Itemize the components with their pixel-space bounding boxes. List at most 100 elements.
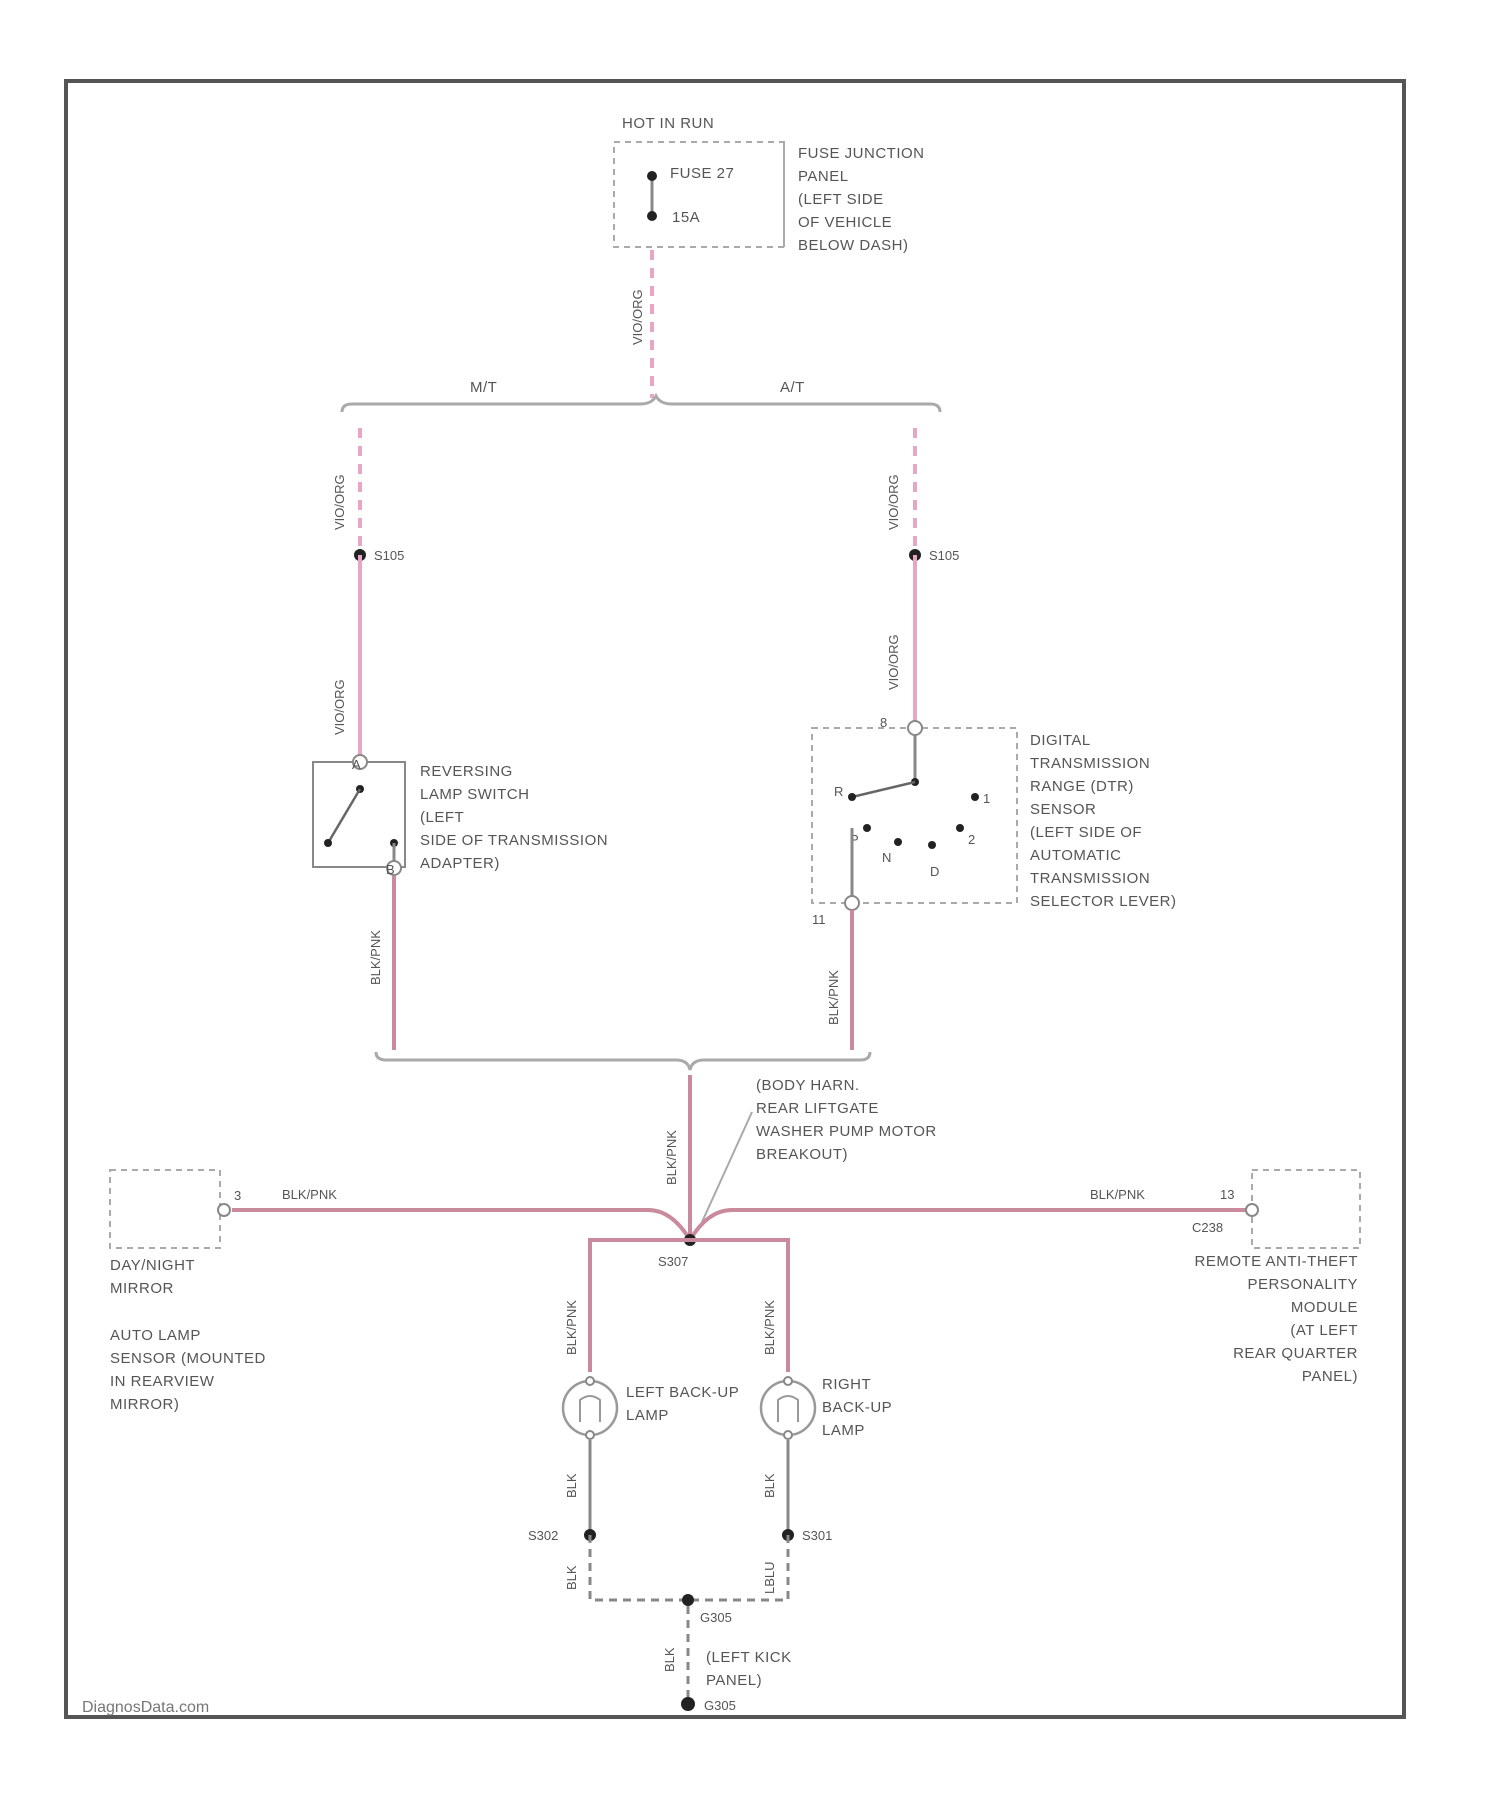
dtr-pin-11 bbox=[845, 896, 859, 910]
dtr-contact-n bbox=[894, 838, 902, 846]
dtr-selector-blade bbox=[852, 782, 915, 797]
fuse-number: FUSE 27 bbox=[670, 165, 734, 182]
right-lamp-line-3: LAMP bbox=[822, 1422, 865, 1439]
dtr-pin-8-label: 8 bbox=[880, 715, 887, 730]
ground-junction-g305 bbox=[682, 1594, 694, 1606]
ground-location-line-1: (LEFT KICK bbox=[706, 1649, 792, 1666]
ground-point bbox=[681, 1697, 695, 1711]
dtr-line-3: RANGE (DTR) bbox=[1030, 778, 1134, 795]
module-pin-label: 13 bbox=[1220, 1187, 1234, 1202]
right-backup-lamp bbox=[761, 1381, 815, 1435]
wire-bus-left bbox=[232, 1210, 690, 1240]
auto-lamp-line-1: AUTO LAMP bbox=[110, 1327, 201, 1344]
dtr-pin-11-label: 11 bbox=[812, 912, 826, 927]
right-lamp-line-1: RIGHT bbox=[822, 1376, 871, 1393]
auto-lamp-line-2: SENSOR (MOUNTED bbox=[110, 1350, 266, 1367]
wire-label-ground-loop-right: LBLU bbox=[762, 1561, 777, 1594]
right-lamp-line-2: BACK-UP bbox=[822, 1399, 892, 1416]
mirror-line-2: MIRROR bbox=[110, 1280, 174, 1297]
wire-label-mt-output: BLK/PNK bbox=[368, 930, 383, 985]
branch-mt-label: M/T bbox=[470, 379, 497, 396]
dtr-line-6: AUTOMATIC bbox=[1030, 847, 1121, 864]
fuse-panel-line-2: PANEL bbox=[798, 168, 849, 185]
wire-label-bus-right: BLK/PNK bbox=[1090, 1187, 1145, 1202]
dtr-line-2: TRANSMISSION bbox=[1030, 755, 1150, 772]
wire-label-at-output: BLK/PNK bbox=[826, 970, 841, 1025]
wire-label-left-ground: BLK bbox=[564, 1473, 579, 1498]
branch-at-label: A/T bbox=[780, 379, 805, 396]
fuse-terminal-top bbox=[647, 171, 657, 181]
reversing-switch-line-4: SIDE OF TRANSMISSION bbox=[420, 832, 608, 849]
splice-s307-label: S307 bbox=[658, 1254, 688, 1269]
diagram-frame bbox=[66, 81, 1404, 1717]
rap-line-3: MODULE bbox=[1291, 1299, 1358, 1316]
dtr-pos-2: 2 bbox=[968, 832, 975, 847]
watermark: DiagnosData.com bbox=[82, 1699, 209, 1716]
module-pin-13 bbox=[1246, 1204, 1258, 1216]
wire-label-mt-lower: VIO/ORG bbox=[332, 679, 347, 735]
wire-label-mt-upper: VIO/ORG bbox=[332, 474, 347, 530]
wire-label-bus-left: BLK/PNK bbox=[282, 1187, 337, 1202]
wire-label-right-lamp-feed: BLK/PNK bbox=[762, 1300, 777, 1355]
mirror-pin-3 bbox=[218, 1204, 230, 1216]
splice-s105-left-label: S105 bbox=[374, 548, 404, 563]
dtr-line-4: SENSOR bbox=[1030, 801, 1096, 818]
dtr-pos-d: D bbox=[930, 864, 939, 879]
wire-label-ground-loop-left: BLK bbox=[564, 1565, 579, 1590]
rap-line-1: REMOTE ANTI-THEFT bbox=[1195, 1253, 1359, 1270]
fuse-panel-line-1: FUSE JUNCTION bbox=[798, 145, 925, 162]
remote-anti-theft-module bbox=[1252, 1170, 1360, 1248]
fuse-panel-line-3: (LEFT SIDE bbox=[798, 191, 884, 208]
left-lamp-pin-bottom bbox=[586, 1431, 594, 1439]
rap-line-4: (AT LEFT bbox=[1290, 1322, 1358, 1339]
reversing-switch-line-2: LAMP SWITCH bbox=[420, 786, 529, 803]
rap-line-5: REAR QUARTER bbox=[1233, 1345, 1358, 1362]
wire-label-common-down: BLK/PNK bbox=[664, 1130, 679, 1185]
body-harness-leader bbox=[702, 1112, 752, 1222]
body-harness-line-1: (BODY HARN. bbox=[756, 1077, 860, 1094]
fuse-panel-line-5: BELOW DASH) bbox=[798, 237, 909, 254]
bottom-brace bbox=[376, 1052, 870, 1070]
dtr-line-5: (LEFT SIDE OF bbox=[1030, 824, 1142, 841]
wire-label-at-lower: VIO/ORG bbox=[886, 634, 901, 690]
ground-junction-label: G305 bbox=[700, 1610, 732, 1625]
dtr-pos-n: N bbox=[882, 850, 891, 865]
switch-contact-left bbox=[324, 839, 332, 847]
dtr-line-7: TRANSMISSION bbox=[1030, 870, 1150, 887]
dtr-pos-1: 1 bbox=[983, 791, 990, 806]
auto-lamp-line-3: IN REARVIEW bbox=[110, 1373, 215, 1390]
body-harness-line-3: WASHER PUMP MOTOR bbox=[756, 1123, 937, 1140]
rap-line-6: PANEL) bbox=[1302, 1368, 1358, 1385]
wire-label-main-feed: VIO/ORG bbox=[630, 289, 645, 345]
wire-label-right-ground: BLK bbox=[762, 1473, 777, 1498]
ground-point-label: G305 bbox=[704, 1698, 736, 1713]
reversing-switch-line-3: (LEFT bbox=[420, 809, 464, 826]
wire-bus-right bbox=[690, 1210, 1248, 1240]
dtr-contact-d bbox=[928, 841, 936, 849]
wire-ground-loop-left bbox=[590, 1535, 688, 1600]
fuse-rating: 15A bbox=[672, 209, 700, 226]
left-lamp-line-2: LAMP bbox=[626, 1407, 669, 1424]
left-backup-lamp bbox=[563, 1381, 617, 1435]
splice-s302-label: S302 bbox=[528, 1528, 558, 1543]
dtr-contact-p bbox=[863, 824, 871, 832]
dtr-line-1: DIGITAL bbox=[1030, 732, 1091, 749]
reversing-lamp-switch bbox=[313, 762, 405, 867]
day-night-mirror bbox=[110, 1170, 220, 1248]
dtr-contact-r bbox=[848, 793, 856, 801]
left-lamp-line-1: LEFT BACK-UP bbox=[626, 1384, 739, 1401]
dtr-contact-2 bbox=[956, 824, 964, 832]
mirror-pin-label: 3 bbox=[234, 1188, 241, 1203]
hot-in-run-label: HOT IN RUN bbox=[622, 115, 714, 132]
fuse-terminal-bottom bbox=[647, 211, 657, 221]
right-lamp-pin-top bbox=[784, 1377, 792, 1385]
module-connector-label: C238 bbox=[1192, 1220, 1223, 1235]
splice-s301-label: S301 bbox=[802, 1528, 832, 1543]
switch-blade bbox=[328, 789, 360, 843]
top-brace bbox=[342, 396, 940, 412]
dtr-line-8: SELECTOR LEVER) bbox=[1030, 893, 1176, 910]
reversing-switch-line-5: ADAPTER) bbox=[420, 855, 500, 872]
fuse-panel-line-4: OF VEHICLE bbox=[798, 214, 892, 231]
wire-label-ground-final: BLK bbox=[662, 1647, 677, 1672]
